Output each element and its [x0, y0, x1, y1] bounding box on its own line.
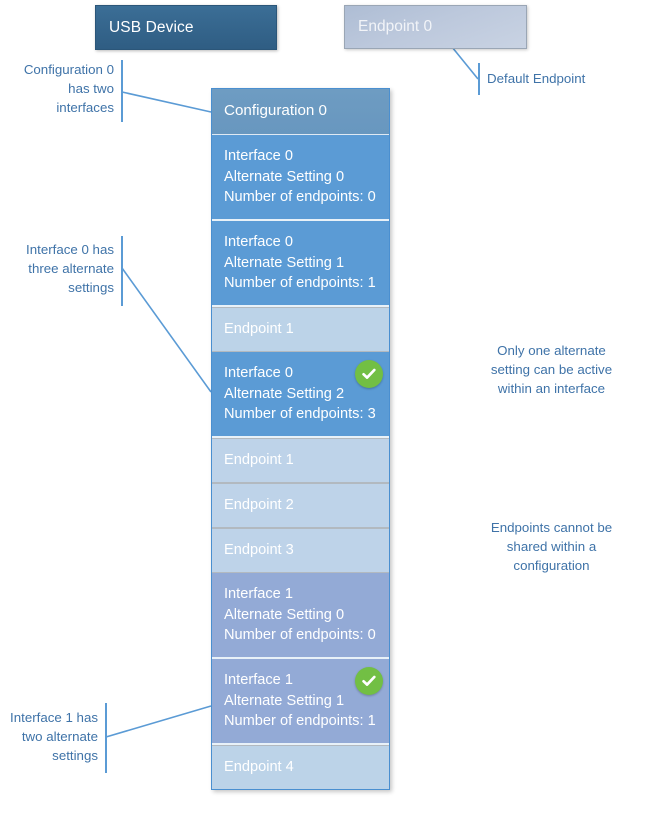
bracket-interface0: [121, 236, 123, 306]
interface-block-text: Interface 0 Alternate Setting 0 Number o…: [224, 148, 376, 206]
bracket-default-endpoint: [478, 63, 480, 95]
default-endpoint-label: Endpoint 0: [358, 18, 433, 35]
active-setting-check-icon: [355, 360, 383, 388]
endpoint-row-4[interactable]: Endpoint 4: [212, 745, 389, 789]
endpoint-row-label: Endpoint 4: [224, 759, 294, 776]
endpoint-row-1a[interactable]: Endpoint 1: [212, 307, 389, 352]
interface-block-text: Interface 1 Alternate Setting 0 Number o…: [224, 586, 376, 644]
interface-block-0-alt-1[interactable]: Interface 0 Alternate Setting 1 Number o…: [212, 221, 389, 307]
bracket-interface1: [105, 703, 107, 773]
endpoint-row-label: Endpoint 1: [224, 452, 294, 469]
configuration-stack: Configuration 0 Interface 0 Alternate Se…: [211, 88, 390, 790]
usb-device-box[interactable]: USB Device: [95, 5, 277, 50]
endpoint-row-1b[interactable]: Endpoint 1: [212, 438, 389, 483]
interface-block-1-alt-1[interactable]: Interface 1 Alternate Setting 1 Number o…: [212, 659, 389, 745]
active-setting-check-icon: [355, 667, 383, 695]
interface-block-1-alt-0[interactable]: Interface 1 Alternate Setting 0 Number o…: [212, 573, 389, 659]
usb-device-label: USB Device: [109, 18, 194, 36]
annotation-one-active-setting: Only one alternate setting can be active…: [490, 343, 613, 396]
annotation-interface1-alternates: Interface 1 has two alternate settings: [10, 710, 98, 763]
default-endpoint-box[interactable]: Endpoint 0: [344, 5, 527, 49]
interface-block-text: Interface 1 Alternate Setting 1 Number o…: [224, 672, 376, 730]
endpoint-row-2[interactable]: Endpoint 2: [212, 483, 389, 528]
annotation-default-endpoint: Default Endpoint: [487, 71, 586, 86]
endpoint-row-label: Endpoint 2: [224, 497, 294, 514]
annotation-interface0-alternates: Interface 0 has three alternate settings: [26, 242, 114, 295]
endpoint-row-3[interactable]: Endpoint 3: [212, 528, 389, 573]
interface-block-text: Interface 0 Alternate Setting 1 Number o…: [224, 234, 376, 292]
bracket-configuration: [121, 60, 123, 122]
endpoint-row-label: Endpoint 1: [224, 321, 294, 338]
annotation-configuration-interfaces: Configuration 0 has two interfaces: [23, 62, 114, 115]
configuration-header-label: Configuration 0: [224, 102, 328, 120]
interface-block-0-alt-2[interactable]: Interface 0 Alternate Setting 2 Number o…: [212, 352, 389, 438]
endpoint-row-label: Endpoint 3: [224, 542, 294, 559]
configuration-header[interactable]: Configuration 0: [212, 89, 389, 135]
annotation-no-shared-endpoints: Endpoints cannot be shared within a conf…: [490, 520, 613, 573]
interface-block-text: Interface 0 Alternate Setting 2 Number o…: [224, 365, 376, 423]
interface-block-0-alt-0[interactable]: Interface 0 Alternate Setting 0 Number o…: [212, 135, 389, 221]
